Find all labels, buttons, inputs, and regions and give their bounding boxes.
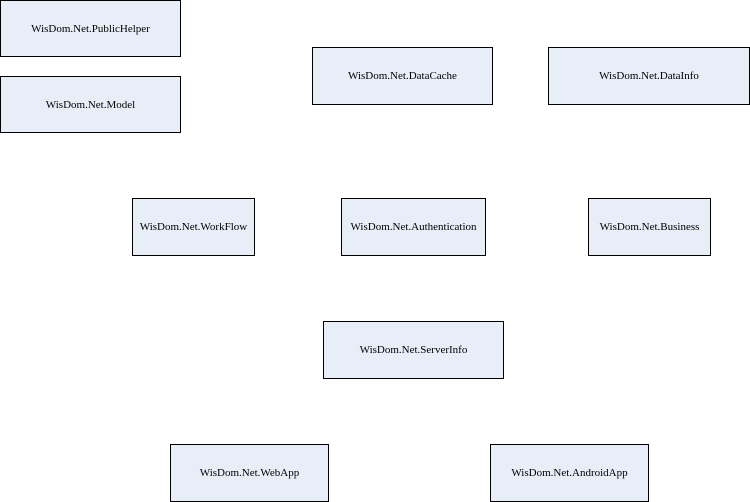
node-label: WisDom.Net.WorkFlow xyxy=(139,221,248,233)
node-label: WisDom.Net.Model xyxy=(45,98,136,111)
node-data-info: WisDom.Net.DataInfo xyxy=(548,47,750,105)
node-label: WisDom.Net.Business xyxy=(599,221,700,233)
node-android-app: WisDom.Net.AndroidApp xyxy=(490,444,649,502)
node-label: WisDom.Net.DataInfo xyxy=(599,70,699,82)
node-data-cache: WisDom.Net.DataCache xyxy=(312,47,493,105)
node-model: WisDom.Net.Model xyxy=(0,76,181,133)
node-web-app: WisDom.Net.WebApp xyxy=(170,444,329,502)
node-authentication: WisDom.Net.Authentication xyxy=(341,198,486,256)
node-server-info: WisDom.Net.ServerInfo xyxy=(323,321,504,379)
node-public-helper: WisDom.Net.PublicHelper xyxy=(0,0,181,57)
node-label: WisDom.Net.DataCache xyxy=(348,70,457,82)
node-label: WisDom.Net.AndroidApp xyxy=(511,467,628,479)
node-label: WisDom.Net.Authentication xyxy=(350,221,477,233)
node-label: WisDom.Net.PublicHelper xyxy=(31,22,150,35)
node-workflow: WisDom.Net.WorkFlow xyxy=(132,198,255,256)
node-label: WisDom.Net.WebApp xyxy=(199,467,300,479)
node-business: WisDom.Net.Business xyxy=(588,198,711,256)
node-label: WisDom.Net.ServerInfo xyxy=(359,344,468,356)
